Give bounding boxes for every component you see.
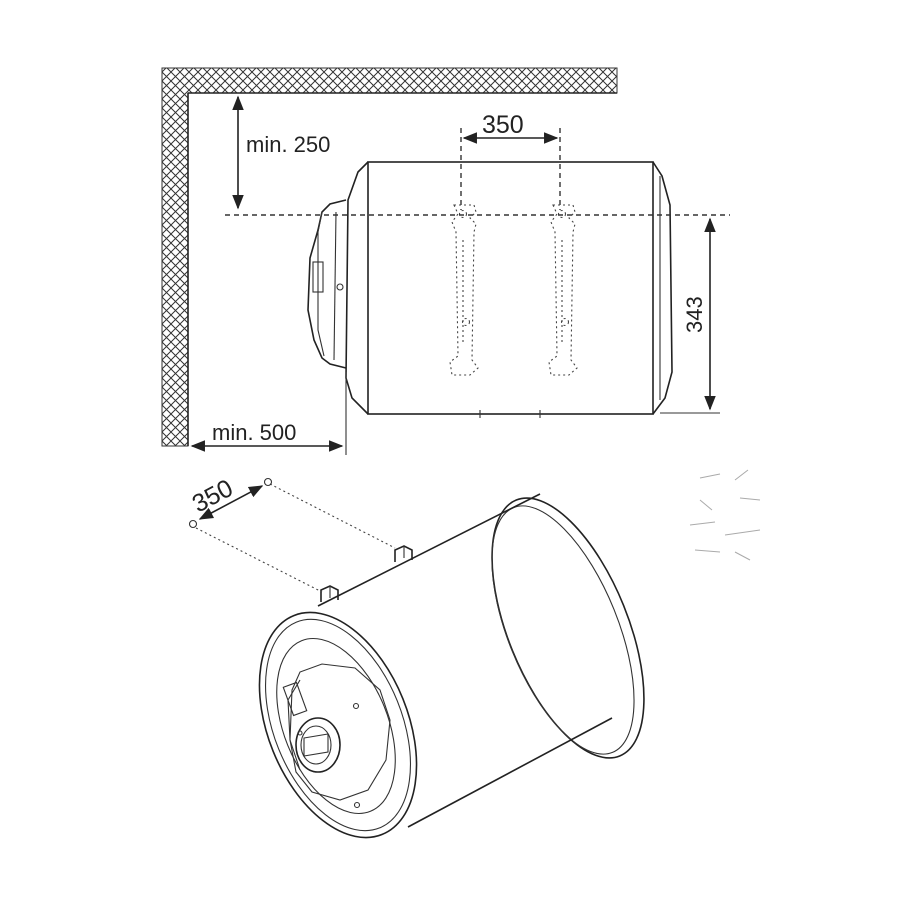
dim-side-clearance: min. 500 [190, 372, 347, 455]
dim-height-343-label: 343 [682, 296, 707, 333]
tank-body [367, 161, 654, 415]
dim-bracket-spacing-iso-label: 350 [188, 474, 238, 518]
thermostat-housing [307, 199, 347, 369]
dim-top-clearance-label: min. 250 [246, 132, 330, 157]
dim-bracket-spacing-iso: 350 [188, 474, 273, 529]
tank-back-rim [491, 497, 645, 759]
mounting-bracket-right [548, 204, 578, 376]
dim-height-343: 343 [660, 217, 720, 414]
tank-right-cap [652, 161, 673, 415]
dim-bracket-spacing-top-label: 350 [482, 111, 524, 139]
thermostat-knob [295, 717, 341, 773]
tank-left-cap [345, 161, 369, 415]
iso-bracket-right [394, 545, 413, 562]
iso-thermostat-cover [282, 663, 391, 801]
wall-ceiling-hatch [161, 67, 618, 447]
dim-side-clearance-label: min. 500 [212, 420, 296, 445]
mounting-bracket-left [449, 204, 479, 376]
dim-top-clearance: min. 250 [232, 95, 330, 210]
tank-isometric-view [195, 483, 645, 839]
tank-front-face [258, 611, 418, 839]
iso-bracket-left [320, 585, 339, 602]
dim-bracket-spacing-top: 350 [462, 111, 559, 144]
background-ghost-marks [689, 469, 761, 561]
tank-front-view [225, 128, 730, 418]
